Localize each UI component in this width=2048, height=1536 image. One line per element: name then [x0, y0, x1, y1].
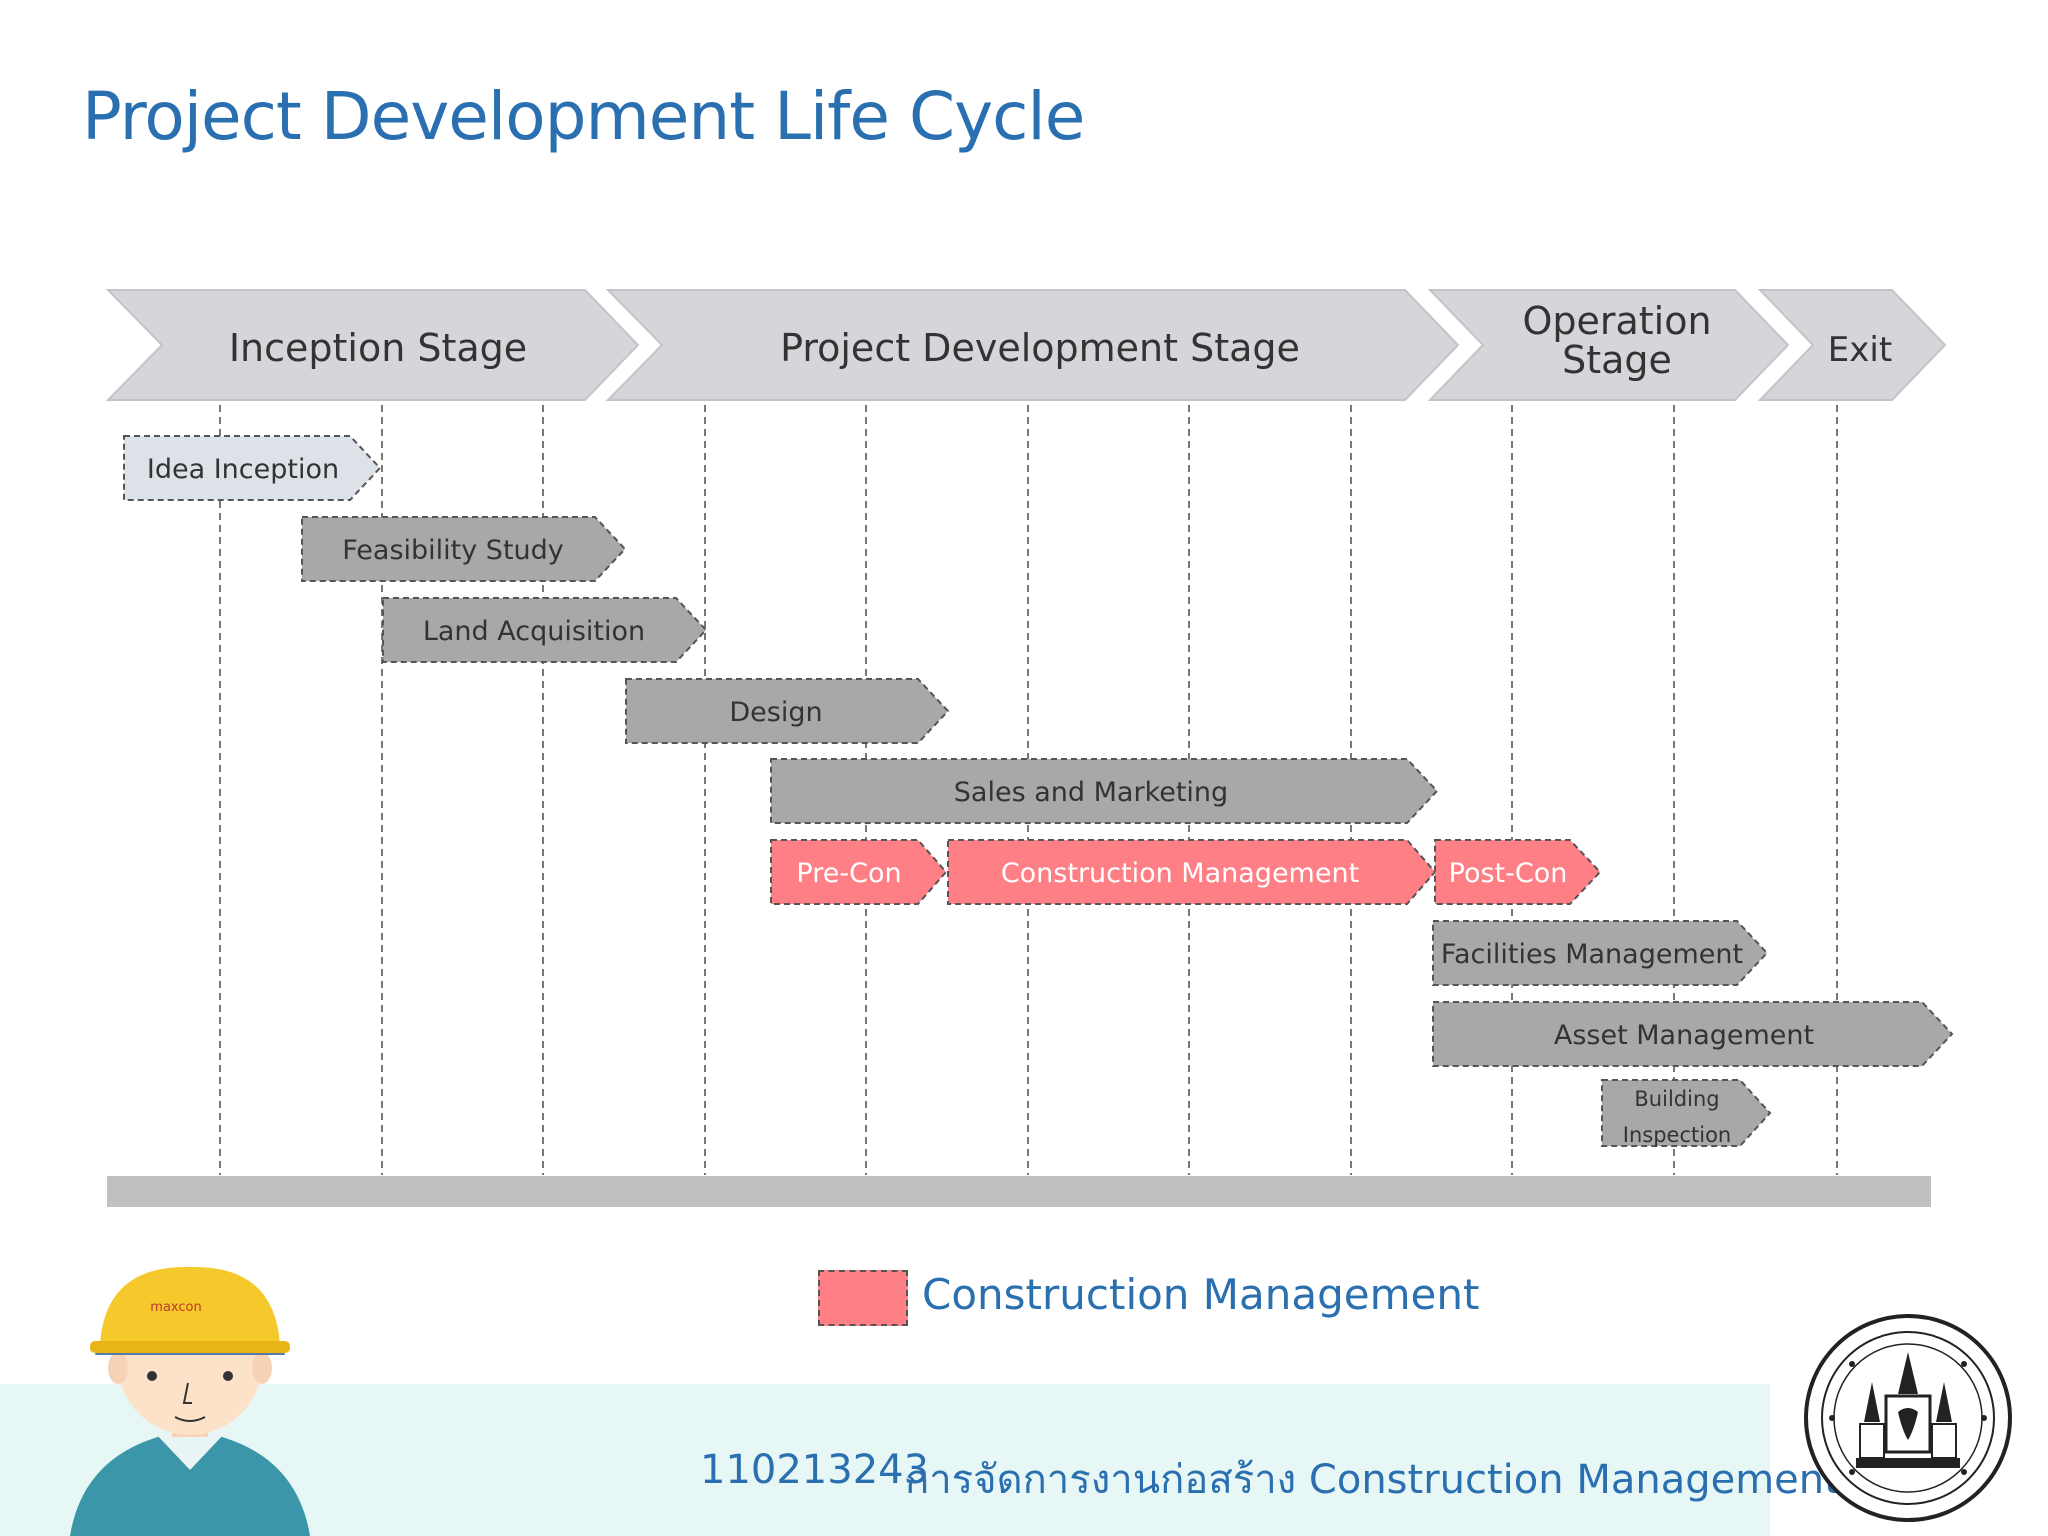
activity-label-construction-management: Construction Management: [1001, 858, 1359, 889]
activity-feasibility-study: [301, 516, 627, 582]
activity-label-design: Design: [729, 697, 822, 728]
activity-facilities-management: [1432, 920, 1769, 986]
activity-label-building-inspection-line1: Building: [1634, 1087, 1719, 1111]
activity-sales-and-marketing: [770, 758, 1439, 824]
stage-inception: [105, 289, 640, 401]
activity-label-asset-management: Asset Management: [1554, 1020, 1814, 1051]
activity-label-idea-inception: Idea Inception: [147, 454, 339, 485]
activity-design: [625, 678, 950, 744]
activity-idea-inception: [123, 435, 382, 501]
stage-operation: [1427, 289, 1790, 401]
activity-land-acquisition: [382, 597, 708, 663]
stage-label-project-development: Project Development Stage: [780, 326, 1300, 370]
timeline-baseline: [107, 1176, 1931, 1207]
activity-label-sales-and-marketing: Sales and Marketing: [954, 777, 1228, 808]
activity-construction-management: [947, 839, 1437, 905]
stage-project-development: [605, 289, 1460, 401]
stage-chevrons: [105, 289, 1947, 401]
stage-label-operation-line1: Operation: [1522, 299, 1711, 343]
stage-label-operation-line2: Stage: [1562, 338, 1672, 382]
page-title: Project Development Life Cycle: [82, 78, 1085, 155]
helmet-logo: maxcon: [150, 1300, 201, 1315]
stage-label-inception: Inception Stage: [229, 326, 527, 370]
legend-label: Construction Management: [922, 1270, 1480, 1319]
activity-asset-management: [1432, 1001, 1954, 1067]
stage-label-exit: Exit: [1828, 330, 1892, 370]
activity-label-land-acquisition: Land Acquisition: [423, 616, 645, 647]
course-code: 110213243: [700, 1447, 930, 1493]
worker-avatar-icon: maxcon: [70, 1266, 310, 1536]
activity-post-con: [1434, 839, 1602, 905]
course-name: การจัดการงานก่อสร้าง Construction Manage…: [905, 1457, 1840, 1503]
activity-building-inspection: [1601, 1079, 1772, 1147]
university-seal-icon: [1804, 1314, 2012, 1522]
activity-label-facilities-management: Facilities Management: [1441, 939, 1743, 970]
activity-label-pre-con: Pre-Con: [796, 858, 901, 889]
activity-pre-con: [770, 839, 948, 905]
activity-label-post-con: Post-Con: [1449, 858, 1568, 889]
activity-label-building-inspection-line2: Inspection: [1623, 1123, 1731, 1147]
activity-label-feasibility-study: Feasibility Study: [342, 535, 564, 566]
stage-exit: [1757, 289, 1947, 401]
legend-swatch: [818, 1270, 908, 1326]
